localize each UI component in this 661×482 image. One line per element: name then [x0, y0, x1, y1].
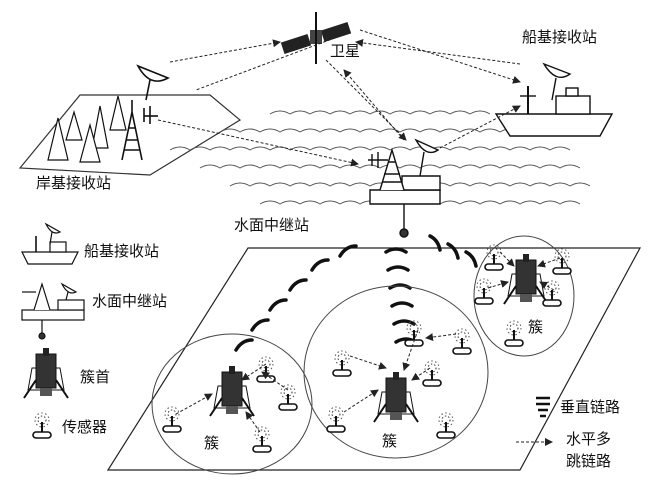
- legend-surface-relay: 水面中继站: [92, 292, 167, 310]
- legend: 船基接收站 水面中继站 簇首 传感器 垂直链路 水平多 跳链路: [21, 222, 620, 470]
- cluster-left: [151, 333, 313, 475]
- surface-relay-buoy-icon: [368, 138, 441, 238]
- ship-station-label: 船基接收站: [522, 28, 597, 46]
- communication-links: [157, 29, 521, 167]
- legend-vertical-link: 垂直链路: [560, 398, 620, 416]
- legend-ship-station: 船基接收站: [84, 242, 159, 260]
- tree-icon: [47, 95, 127, 163]
- shore-tower-icon: [121, 100, 158, 161]
- cluster-right-label: 簇: [528, 318, 543, 336]
- surface-relay-label: 水面中继站: [234, 216, 309, 234]
- shore-land: [18, 94, 242, 176]
- legend-sensor-icon: [32, 412, 52, 439]
- legend-cluster-head-icon: [23, 347, 69, 399]
- legend-cluster-head: 簇首: [80, 368, 110, 386]
- legend-horizontal-link-line2: 跳链路: [566, 452, 611, 470]
- legend-vertical-link-icon: [536, 396, 550, 418]
- satellite-label: 卫星: [330, 42, 360, 60]
- legend-sensor: 传感器: [62, 418, 107, 436]
- cluster-left-label: 簇: [204, 434, 219, 452]
- shore-dish-icon: [136, 64, 170, 101]
- satellite-icon: [280, 12, 352, 64]
- legend-ship-icon: [21, 222, 79, 265]
- ship-icon: [494, 62, 614, 137]
- seabed-plane: [106, 247, 642, 471]
- legend-relay-icon: [21, 281, 85, 340]
- cluster-right: [473, 235, 575, 357]
- legend-horizontal-link-line1: 水平多: [566, 430, 611, 448]
- shore-station-label: 岸基接收站: [36, 174, 111, 192]
- cluster-middle-label: 簇: [382, 432, 397, 450]
- cluster-middle: [303, 285, 489, 459]
